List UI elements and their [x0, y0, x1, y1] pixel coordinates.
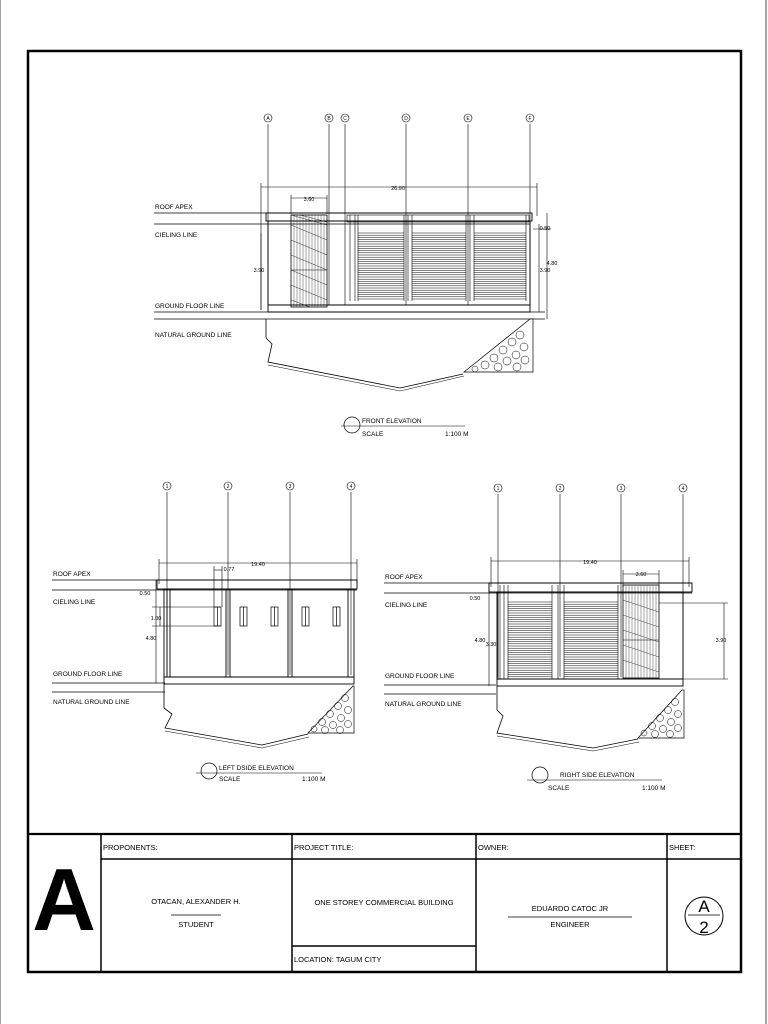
proponents-label: PROPONENTS: [103, 843, 158, 852]
grid-bubble-b [324, 113, 334, 123]
proponent-name: OTACAN, ALEXANDER H. [151, 897, 240, 906]
left-scale-label: SCALE [219, 776, 241, 783]
level-natural-ground: NATURAL GROUND LINE [155, 332, 232, 339]
dim-bay: 3.60 [636, 572, 647, 578]
grid-label: 2 [227, 484, 230, 490]
dim-bay: 3.60 [304, 197, 315, 203]
dim-height-left: 3.90 [254, 268, 265, 274]
grid-label: 4 [350, 484, 353, 490]
right-rubble [637, 689, 685, 739]
grid-label: B [327, 116, 331, 122]
grid-bubble-f [525, 113, 535, 123]
sheet-label: SHEET: [669, 843, 695, 852]
title-block: A PROPONENTS: OTACAN, ALEXANDER H. STUDE… [28, 832, 741, 972]
front-rollup-doors [346, 214, 530, 301]
left-scale: 1:100 M [302, 776, 326, 783]
dim-total: 26.90 [391, 186, 405, 192]
grid-label: A [266, 116, 270, 122]
dim-window: 0.77 [224, 567, 235, 573]
sheet-series: A [698, 897, 710, 916]
level-ground-floor: GROUND FLOOR LINE [385, 673, 455, 680]
level-roof-apex: ROOF APEX [155, 204, 193, 211]
level-roof-apex: ROOF APEX [385, 574, 423, 581]
level-ground-floor: GROUND FLOOR LINE [155, 303, 225, 310]
dim-total: 19.40 [251, 562, 265, 568]
grid-bubble-a [263, 113, 273, 123]
owner-name: EDUARDO CATOC JR [532, 904, 609, 913]
dim-top: 0.50 [470, 596, 481, 602]
level-ground-floor: GROUND FLOOR LINE [53, 671, 123, 678]
grid-label: E [466, 116, 470, 122]
dim-window-height: 1.00 [151, 616, 162, 622]
level-natural-ground: NATURAL GROUND LINE [53, 699, 130, 706]
front-grille-left [290, 214, 328, 308]
drawing-border [26, 49, 743, 974]
dim-height: 4.80 [146, 636, 157, 642]
dim-height-total: 4.80 [547, 261, 558, 267]
dim-top: 0.50 [140, 591, 151, 597]
grid-label: F [528, 116, 531, 122]
level-natural-ground: NATURAL GROUND LINE [385, 701, 462, 708]
left-side-elevation: 1 2 3 4 ROOF APEX CIELING LINE GROUND FL… [52, 481, 358, 783]
dim-total: 19.40 [583, 560, 597, 566]
sheet-number: 2 [699, 918, 708, 937]
grid-label: C [343, 116, 347, 122]
dim-height-inner: 3.30 [486, 642, 497, 648]
level-ceiling: CIELING LINE [385, 602, 428, 609]
dim-height: 4.80 [475, 638, 486, 644]
level-ceiling: CIELING LINE [155, 232, 198, 239]
front-scale: 1:100 M [445, 431, 469, 438]
right-side-elevation: 1 2 3 4 ROOF APEX CIELING LINE GROUND FL… [384, 483, 728, 792]
front-rubble [463, 318, 534, 373]
front-elevation: A B C D E F ROOF APEX CIELING LINE GROUN… [154, 113, 558, 438]
left-windows [213, 606, 341, 627]
right-scale-label: SCALE [548, 785, 570, 792]
left-rubble [307, 685, 355, 734]
dim-height-right: 3.90 [716, 638, 727, 644]
front-elevation-title: FRONT ELEVATION [362, 418, 422, 425]
dim-height-right: 3.90 [540, 268, 551, 274]
grid-label: D [404, 116, 408, 122]
grid-bubble-c [340, 113, 350, 123]
grid-label: 1 [497, 486, 500, 492]
proponent-role: STUDENT [178, 920, 214, 929]
right-grille [622, 584, 660, 679]
grid-label: 1 [166, 484, 169, 490]
grid-label: 4 [682, 486, 685, 492]
firm-logo: A [32, 850, 96, 949]
left-elevation-title: LEFT DSIDE ELEVATION [219, 765, 294, 772]
level-roof-apex: ROOF APEX [53, 571, 91, 578]
grid-label: 2 [559, 486, 562, 492]
grid-bubble-e [463, 113, 473, 123]
owner-role: ENGINEER [550, 920, 590, 929]
right-elevation-title: RIGHT SIDE ELEVATION [560, 772, 635, 779]
front-scale-label: SCALE [362, 431, 384, 438]
dim-top: 0.50 [540, 226, 551, 232]
project-title: ONE STOREY COMMERCIAL BUILDING [314, 898, 453, 907]
sheet-number-bubble [684, 896, 724, 936]
right-rollup-doors [499, 585, 619, 679]
level-ceiling: CIELING LINE [53, 599, 96, 606]
project-title-label: PROJECT TITLE: [294, 843, 353, 852]
grid-bubble-d [401, 113, 411, 123]
project-location: LOCATION: TAGUM CITY [294, 955, 382, 964]
owner-label: OWNER: [478, 843, 509, 852]
grid-label: 3 [620, 486, 623, 492]
grid-label: 3 [289, 484, 292, 490]
right-scale: 1:100 M [642, 785, 666, 792]
